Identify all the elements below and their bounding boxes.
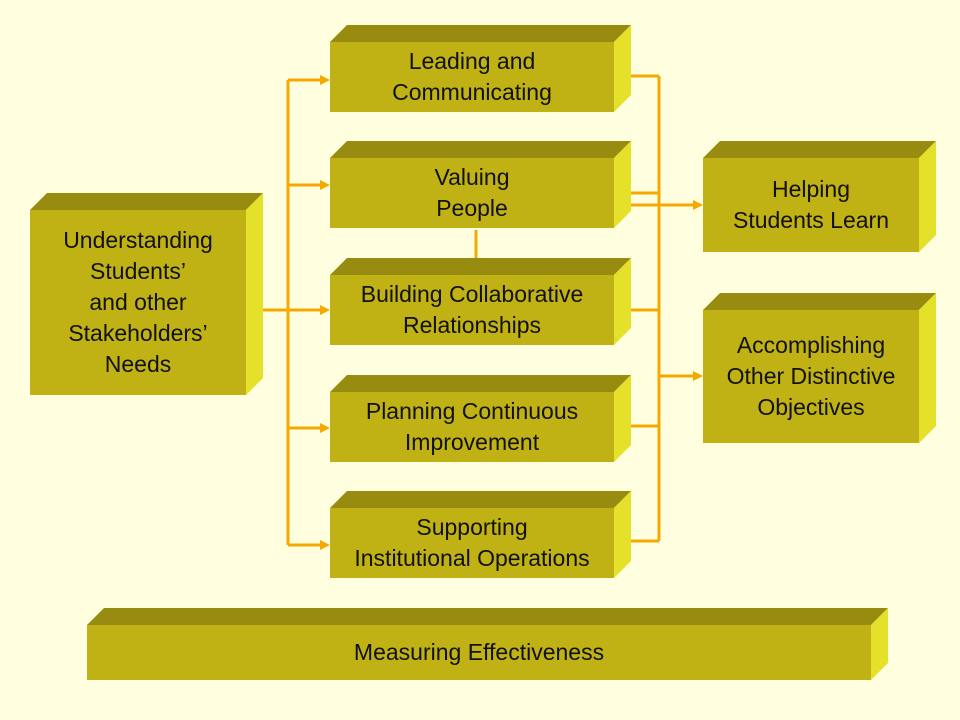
arrowhead-to-accomplishing: [693, 371, 703, 381]
understanding-box-front: [30, 210, 246, 395]
accomplishing-box-front: [703, 310, 919, 443]
supporting-line-1: Supporting: [416, 514, 528, 540]
understanding-box-top: [30, 193, 263, 210]
leading-communicating-box: Leading and Communicating: [330, 42, 614, 112]
leading-line-1: Leading and: [408, 48, 536, 74]
accomplishing-line-2: Other Distinctive: [726, 363, 896, 389]
planning-improvement-box: Planning Continuous Improvement: [330, 392, 614, 462]
accomplishing-box-top: [703, 293, 936, 310]
supporting-box-top: [330, 491, 631, 508]
accomplishing-line-3: Objectives: [757, 394, 865, 420]
arrowhead-to-building: [320, 305, 330, 315]
understanding-needs-box: Understanding Students’ and other Stakeh…: [30, 210, 246, 395]
planning-line-2: Improvement: [404, 429, 540, 455]
arrowhead-to-leading: [320, 75, 330, 85]
building-relationships-box: Building Collaborative Relationships: [330, 275, 614, 345]
understanding-line-3: and other: [89, 289, 187, 315]
understanding-line-2: Students’: [90, 258, 186, 284]
arrowhead-to-supporting: [320, 540, 330, 550]
supporting-box-side: [614, 491, 631, 578]
building-line-2: Relationships: [402, 312, 542, 338]
building-box-front: [330, 275, 614, 345]
supporting-operations-box: Supporting Institutional Operations: [330, 508, 614, 578]
helping-box-shape: [703, 141, 936, 252]
valuing-box-side: [614, 141, 631, 228]
helping-box-front: [703, 158, 919, 252]
building-box-side: [614, 258, 631, 345]
planning-box-side: [614, 375, 631, 462]
supporting-box-shape: [330, 491, 631, 578]
supporting-line-2: Institutional Operations: [354, 545, 590, 571]
leading-box-side: [614, 25, 631, 112]
accomplishing-box-side: [919, 293, 936, 443]
planning-box-top: [330, 375, 631, 392]
helping-students-box: Helping Students Learn: [703, 158, 919, 252]
accomplishing-line-1: Accomplishing: [736, 332, 886, 358]
leading-box-shape: [330, 25, 631, 112]
measuring-effectiveness-box: Measuring Effectiveness: [87, 625, 871, 680]
helping-line-2: Students Learn: [732, 207, 889, 233]
planning-line-1: Planning Continuous: [365, 398, 579, 424]
accomplishing-box-shape: [703, 293, 936, 443]
valuing-box-shape: [330, 141, 631, 228]
understanding-line-4: Stakeholders’: [68, 320, 208, 346]
leading-box-front: [330, 42, 614, 112]
arrowhead-to-planning: [320, 423, 330, 433]
valuing-box-front: [330, 158, 614, 228]
understanding-line-5: Needs: [104, 351, 172, 377]
measuring-box-side: [871, 608, 888, 680]
building-box-shape: [330, 258, 631, 345]
helping-line-1: Helping: [772, 176, 850, 202]
building-line-1: Building Collaborative: [360, 281, 584, 307]
valuing-people-box: Valuing People: [330, 158, 614, 228]
measuring-box-front: [87, 625, 871, 680]
measuring-box-top: [87, 608, 888, 625]
supporting-box-front: [330, 508, 614, 578]
leading-box-top: [330, 25, 631, 42]
valuing-line-1: Valuing: [434, 164, 510, 190]
planning-box-shape: [330, 375, 631, 462]
building-box-top: [330, 258, 631, 275]
helping-box-top: [703, 141, 936, 158]
understanding-line-1: Understanding: [63, 227, 213, 253]
valuing-line-2: People: [436, 195, 508, 221]
planning-box-front: [330, 392, 614, 462]
understanding-box-side: [246, 193, 263, 395]
measuring-line-1: Measuring Effectiveness: [353, 639, 605, 665]
measuring-box-shape: [87, 608, 888, 680]
leading-line-2: Communicating: [392, 79, 552, 105]
helping-box-side: [919, 141, 936, 252]
understanding-box-shape: [30, 193, 263, 395]
arrowhead-to-valuing: [320, 180, 330, 190]
valuing-box-top: [330, 141, 631, 158]
accomplishing-objectives-box: Accomplishing Other Distinctive Objectiv…: [703, 310, 919, 443]
arrowhead-to-helping: [693, 200, 703, 210]
